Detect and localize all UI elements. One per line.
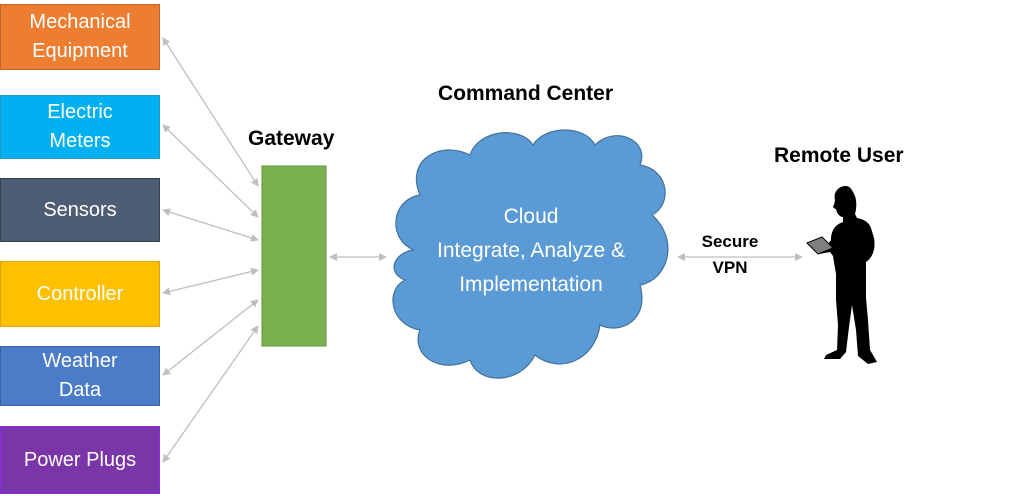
arrow-sensors-gateway: [162, 208, 259, 242]
gateway-label: Gateway: [248, 127, 335, 150]
gateway-box[interactable]: [261, 165, 327, 347]
arrow-electric-meters-gateway: [162, 124, 259, 218]
cloud-shape[interactable]: [392, 129, 669, 379]
device-box-weather-data[interactable]: Weather Data: [0, 346, 160, 406]
cloud-line-title: Cloud: [503, 205, 559, 228]
command-center-title: Command Center: [438, 82, 614, 105]
vpn-line-1: Secure: [701, 232, 759, 251]
vpn-line-2: VPN: [712, 258, 748, 277]
remote-user-figure: [806, 186, 877, 364]
remote-user-label: Remote User: [774, 144, 904, 167]
device-box-mechanical-equipment[interactable]: Mechanical Equipment: [0, 4, 160, 70]
device-box-sensors[interactable]: Sensors: [0, 178, 160, 242]
secure-vpn-label: Secure VPN: [690, 229, 770, 281]
device-box-controller[interactable]: Controller: [0, 261, 160, 327]
arrow-weather-data-gateway: [162, 299, 259, 376]
arrow-mechanical-equipment-gateway: [162, 37, 259, 187]
cloud-line-implementation: Implementation: [459, 273, 603, 296]
device-box-electric-meters[interactable]: Electric Meters: [0, 95, 160, 159]
cloud-line-integrate: Integrate, Analyze &: [437, 239, 625, 262]
device-box-power-plugs[interactable]: Power Plugs: [0, 426, 160, 494]
arrow-controller-gateway: [162, 267, 259, 296]
arrow-power-plugs-gateway: [162, 325, 259, 463]
cloud-text: Cloud Integrate, Analyze & Implementatio…: [400, 200, 662, 302]
